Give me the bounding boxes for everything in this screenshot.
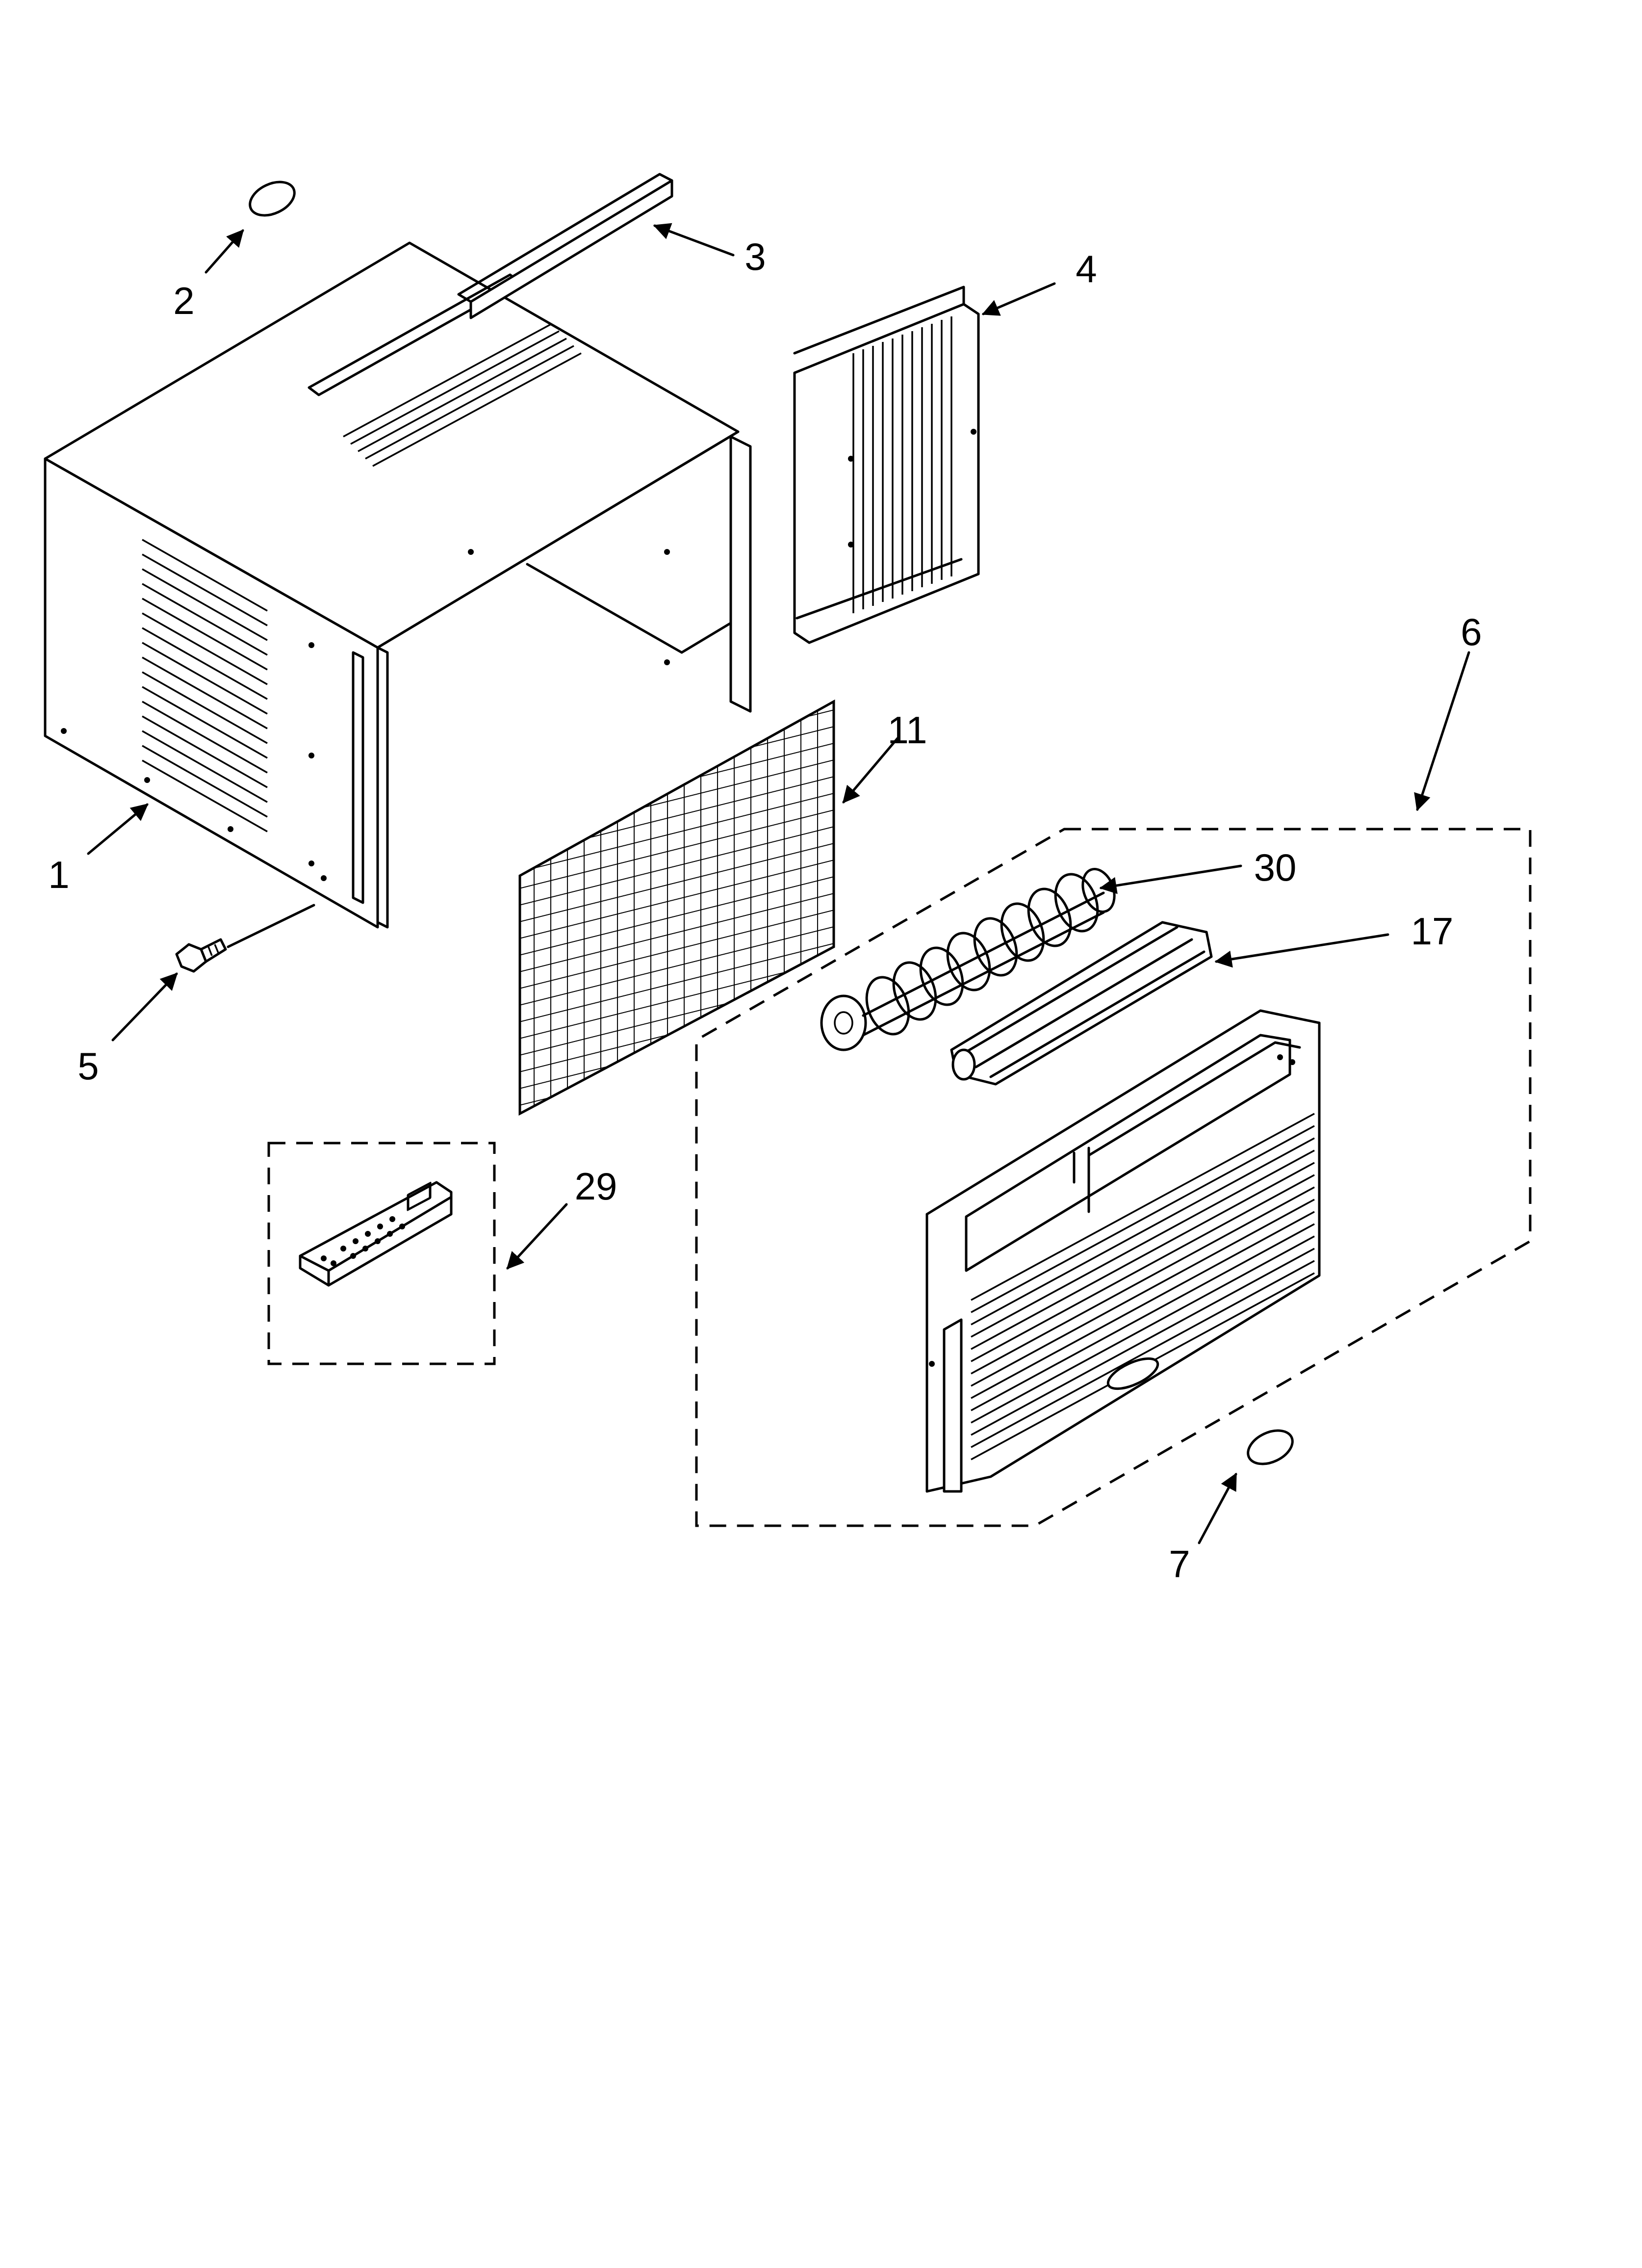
plug-bottom: [1247, 1429, 1294, 1465]
callout-2: 2: [173, 279, 194, 322]
top-rail: [457, 173, 673, 319]
callout-4: 4: [1076, 247, 1097, 290]
cabinet-wrapper: [44, 241, 752, 929]
louver-drum: [820, 867, 1116, 1051]
side-curtain: [793, 286, 980, 644]
callout-5: 5: [77, 1044, 99, 1088]
remote-dashed-box: [267, 1142, 496, 1365]
callout-17: 17: [1411, 910, 1454, 953]
plug-top: [249, 181, 296, 217]
remote-control: [299, 1181, 453, 1287]
louver: [950, 921, 1213, 1086]
screw: [175, 938, 227, 973]
callout-3: 3: [744, 235, 766, 278]
callout-6: 6: [1461, 610, 1482, 653]
callout-29: 29: [575, 1165, 617, 1208]
callout-1: 1: [48, 853, 69, 896]
callout-labels: 1 2 3 4 5 6 7 11 17 29 30: [48, 235, 1482, 1586]
air-filter: [518, 699, 835, 1116]
callout-7: 7: [1169, 1542, 1190, 1586]
callout-11: 11: [888, 708, 927, 752]
front-grille: [925, 1009, 1321, 1493]
leader-arrows: [87, 223, 1470, 1544]
callout-30: 30: [1254, 846, 1297, 889]
